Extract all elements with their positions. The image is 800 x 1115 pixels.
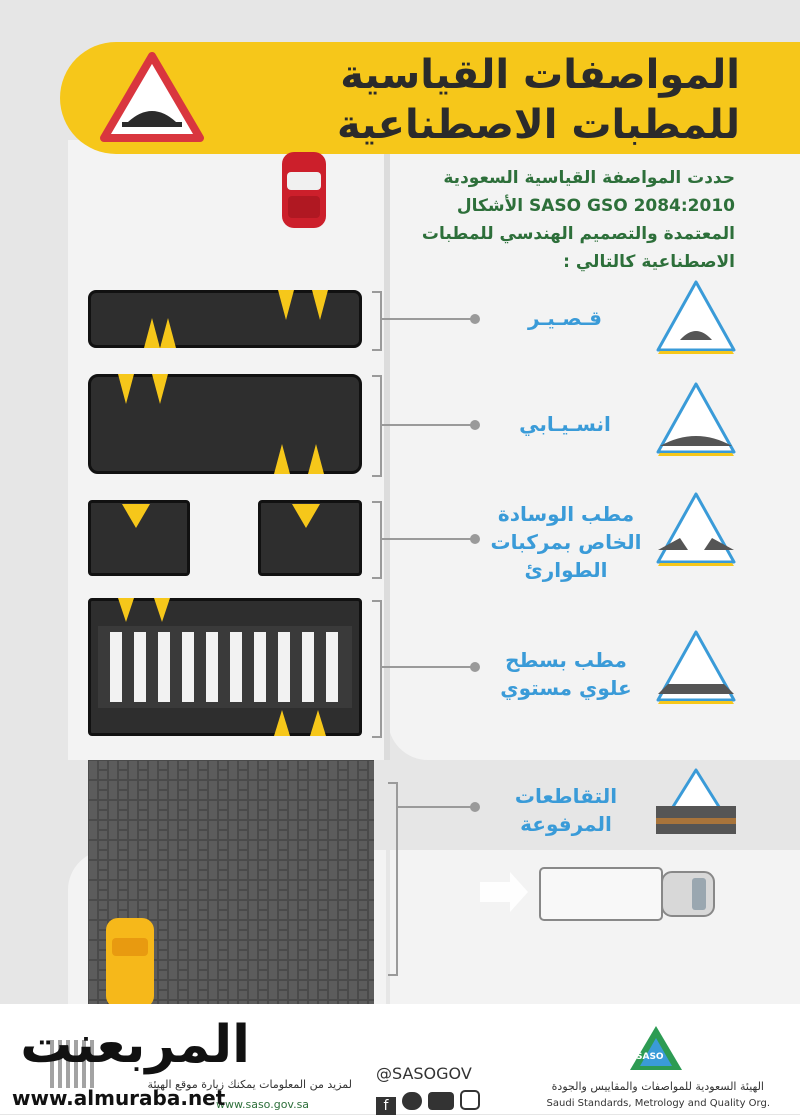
connector-dot-row1 [470,314,480,324]
intro-line4: الاصطناعية كالتالي : [563,252,735,272]
road-divider [384,140,390,760]
watermark-url: www.almuraba.net [12,1086,226,1110]
intro-line1: حددت المواصفة القياسية السعودية [443,168,735,188]
org-name-ar: الهيئة السعودية للمواصفات والمقاييس والج… [551,1080,764,1093]
website-link[interactable]: www.saso.gov.sa [216,1098,310,1111]
bracket-row1 [372,291,382,351]
marker-triangles-row3 [122,504,320,528]
bracket-row2 [372,375,382,477]
short-bump-sign-icon [656,280,736,354]
watermark-logo-text: المربعنت [20,1015,250,1075]
bracket-row3 [372,501,382,579]
connector-dot-row5 [470,802,480,812]
connector-row3 [380,538,472,540]
type-label-speed-cushion: مطب الوسادة الخاص بمركبات الطوارئ [490,502,642,582]
watermark-logo: المربعنت [10,1010,250,1080]
social-icons: f [376,1090,488,1115]
crosswalk-stripes [98,598,352,736]
facebook-icon[interactable]: f [376,1097,396,1115]
twitter-icon[interactable] [402,1092,422,1110]
connector-dot-row2 [470,420,480,430]
yellow-car-illustration [106,918,154,1008]
type-label-raised-intersection: التقاطعات المرفوعة [514,784,618,836]
bracket-row5 [388,782,398,976]
page-title-line2: للمطبات الاصطناعية [337,102,740,148]
marker-triangles-row1 [144,290,328,348]
org-name-en: Saudi Standards, Metrology and Quality O… [546,1098,770,1109]
type-label-flat-top: مطب بسطح علوي مستوي [500,648,632,700]
youtube-icon[interactable] [428,1092,454,1110]
intro-text: حددت المواصفة القياسية السعودية SASO GSO… [390,164,735,276]
connector-row4 [380,666,472,668]
intro-line3: المعتمدة والتصميم الهندسي للمطبات [421,224,735,244]
flat-top-bump-sign-icon [656,630,736,704]
connector-row1 [380,318,472,320]
raised-intersection-sign-icon [656,768,736,834]
saso-logo-text: SASO [636,1052,664,1062]
bracket-row4 [372,600,382,738]
connector-row5 [396,806,472,808]
marker-triangles-row2 [118,374,324,474]
connector-dot-row3 [470,534,480,544]
type-label-sinusoidal: انسـيـابي [519,412,611,436]
connector-row2 [380,424,472,426]
instagram-icon[interactable] [460,1090,480,1110]
more-info-text: لمزيد من المعلومات يمكنك زيارة موقع الهي… [147,1078,352,1091]
truck-illustration [480,867,715,921]
intro-line2: SASO GSO 2084:2010 الأشكال [456,196,735,216]
saso-logo-icon [630,1026,682,1070]
warning-bump-sign-icon [100,52,204,142]
page-title-line1: المواصفات القياسية [340,52,740,98]
connector-dot-row4 [470,662,480,672]
speed-cushion-sign-icon [656,492,736,566]
red-car-illustration [282,152,326,228]
type-label-short: قـصـيـر [528,306,602,330]
social-handle: @SASOGOV [376,1064,472,1083]
sinusoidal-bump-sign-icon [656,382,736,456]
qr-code [50,1040,98,1088]
